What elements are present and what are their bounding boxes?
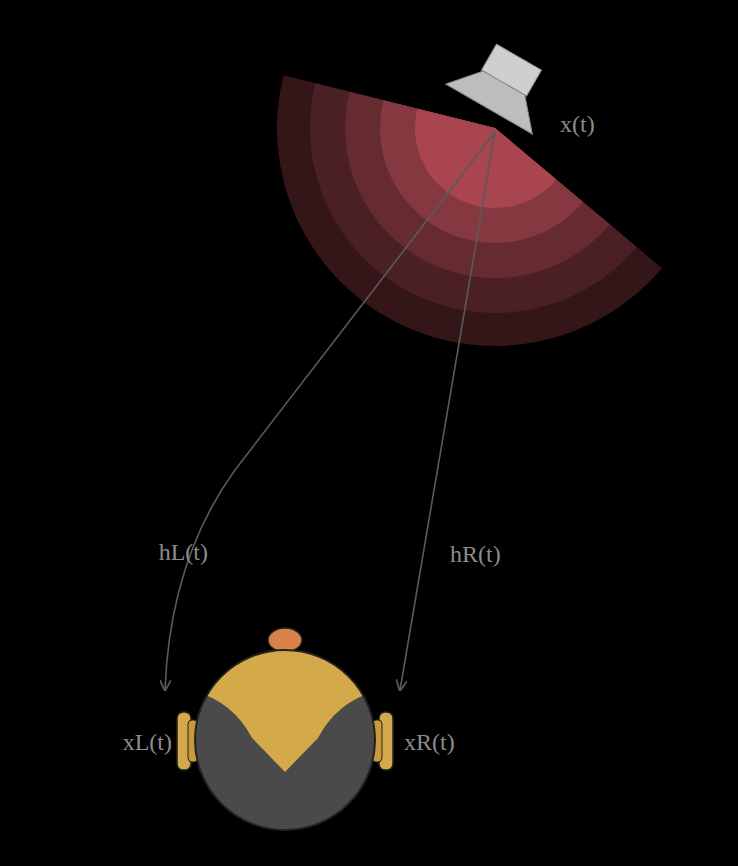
ear-signal-label: xR(t) bbox=[404, 730, 455, 754]
wavefront-band bbox=[310, 83, 637, 313]
listener-head bbox=[177, 628, 393, 840]
right-path-line bbox=[400, 132, 495, 690]
wavefront-band bbox=[277, 75, 662, 346]
wavefront-band bbox=[380, 100, 583, 243]
transfer-function-label: hL(t) bbox=[159, 540, 208, 564]
ear-signal-label: xL(t) bbox=[123, 730, 172, 754]
wavefront-band bbox=[345, 92, 610, 278]
sound-wavefronts bbox=[277, 75, 662, 346]
left-path-line bbox=[165, 132, 495, 690]
signal-label: x(t) bbox=[560, 112, 595, 136]
loudspeaker bbox=[446, 32, 563, 134]
transfer-function-label: hR(t) bbox=[450, 542, 501, 566]
wavefront-band bbox=[415, 109, 556, 208]
